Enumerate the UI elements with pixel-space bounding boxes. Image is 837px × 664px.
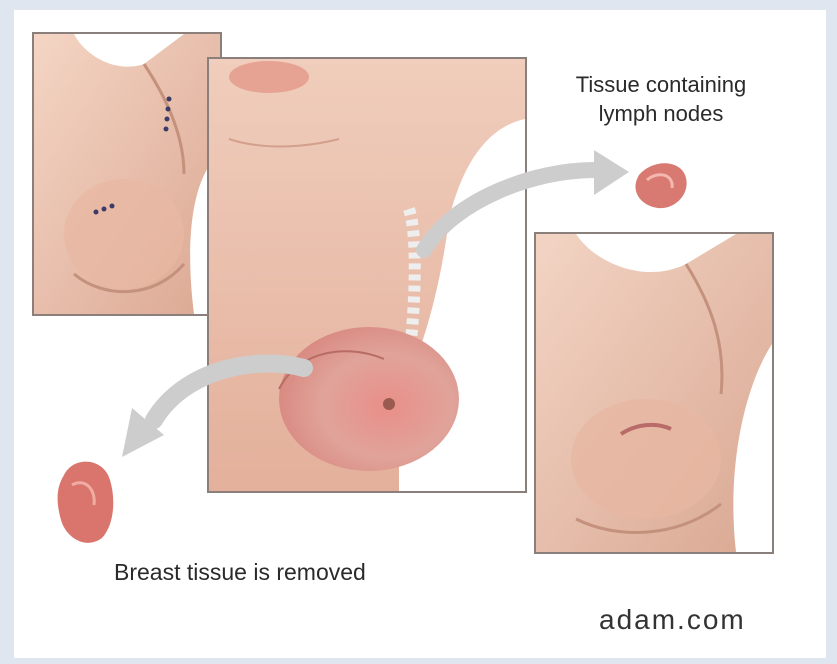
lymph-tissue-label: Tissue containing lymph nodes: [536, 70, 786, 128]
panel-surgery: [207, 57, 527, 493]
breast-tissue-label: Breast tissue is removed: [114, 558, 366, 587]
exposed-breast-tissue: [279, 327, 459, 471]
panel-postop: [534, 232, 774, 554]
lymph-tissue-sample: [635, 163, 686, 208]
breast-tissue-sample: [58, 462, 114, 543]
source-credit: adam.com: [599, 605, 746, 634]
breast-shape: [571, 399, 721, 519]
breast-shape: [64, 179, 184, 289]
illustration-card: Tissue containing lymph nodes Breast tis…: [14, 10, 826, 658]
surgery-illustration: [209, 59, 525, 491]
chin-shape: [229, 61, 309, 93]
preop-illustration: [34, 34, 220, 314]
panel-preop-markings: [32, 32, 222, 316]
postop-illustration: [536, 234, 772, 552]
